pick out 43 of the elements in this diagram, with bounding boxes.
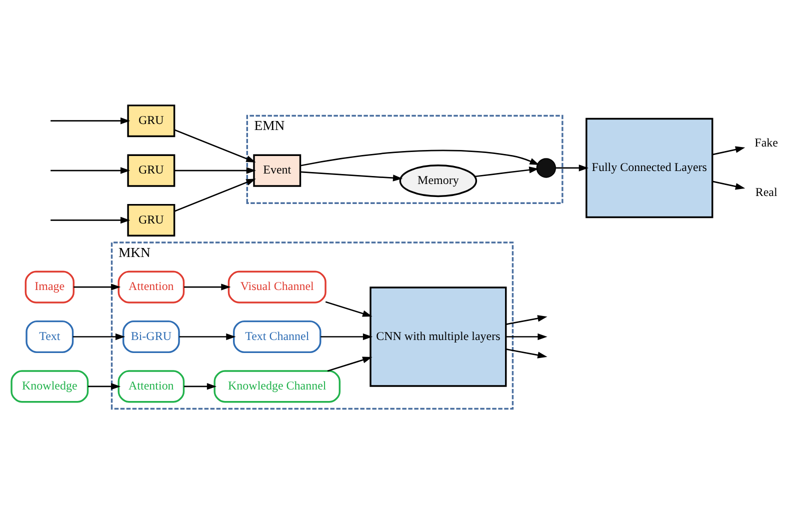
node-box: CNN with multiple layers [370,286,507,386]
node-text: Real [755,184,778,198]
arrow [74,283,121,290]
arrow [325,300,372,316]
arrow [50,216,130,224]
node-box: Text Channel [233,320,322,353]
arrow [184,283,231,290]
node-ellipse: Memory [399,164,478,197]
node-box: Event [253,154,302,186]
arrow [712,146,746,155]
node-text: Fake [754,134,778,149]
arrow [174,178,256,212]
arrow [712,180,746,190]
arrow [179,332,236,340]
arrow [300,170,403,181]
node-box: Text [26,320,74,353]
node-box: GRU [127,104,176,137]
node-box: Bi-GRU [122,320,180,353]
arrow [50,166,130,174]
node-box: Visual Channel [228,270,326,303]
arrow [50,116,130,124]
arrow [72,332,126,340]
arrow [556,164,588,171]
arrow [506,314,548,324]
node-box: Knowledge Channel [214,370,341,402]
arrow [174,128,256,162]
node-box: GRU [127,154,176,186]
node-box: Attention [118,270,185,303]
arrow [506,332,548,340]
node-box: GRU [127,203,176,236]
arrow [174,166,256,174]
arrow [474,166,539,177]
arrow [320,332,373,340]
arrow [88,382,121,390]
arrow [300,149,540,166]
node-box: Knowledge [10,370,89,402]
arrow [327,356,372,372]
node-circle [536,158,556,178]
node-box: Image [24,270,74,303]
node-box: Fully Connected Layers [586,117,714,218]
node-box: Attention [118,370,185,402]
arrow [184,382,217,390]
arrow [506,348,548,358]
